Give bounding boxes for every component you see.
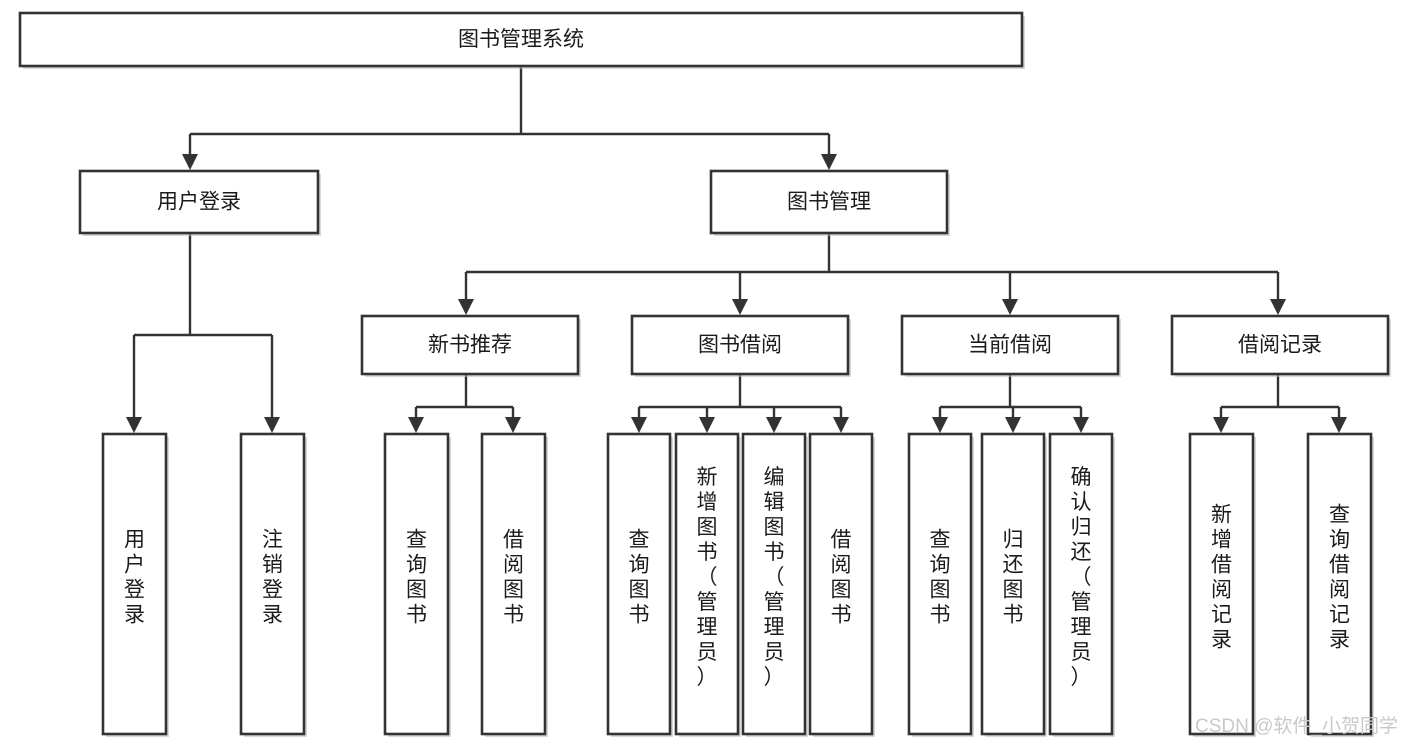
connector-group-record-children <box>1213 374 1347 433</box>
node-label: 归还图书 <box>1003 529 1024 627</box>
node-current[interactable]: 当前借阅 <box>900 314 1121 377</box>
node-label: 查询图书 <box>406 529 427 627</box>
node-box[interactable] <box>78 169 320 235</box>
node-label: 新增借阅记录 <box>1211 504 1232 652</box>
node-root[interactable]: 图书管理系统 <box>18 11 1025 69</box>
node-box[interactable] <box>606 432 672 736</box>
node-label: 借阅图书 <box>831 529 852 627</box>
arrow-head-icon <box>732 299 748 315</box>
node-leaf2[interactable]: 注销登录 <box>239 432 307 737</box>
arrow-head-icon <box>505 417 521 433</box>
node-box[interactable] <box>101 432 168 736</box>
connector-layer <box>126 66 1347 433</box>
arrow-head-icon <box>1073 417 1089 433</box>
node-label: 图书管理系统 <box>458 28 584 51</box>
node-box[interactable] <box>1048 432 1114 736</box>
arrow-head-icon <box>408 417 424 433</box>
arrow-head-icon <box>1270 299 1286 315</box>
node-login[interactable]: 用户登录 <box>78 169 321 236</box>
connector-group-bookmgmt-children <box>458 233 1286 315</box>
node-label: 借阅记录 <box>1238 334 1322 357</box>
node-layer: 图书管理系统用户登录图书管理新书推荐图书借阅当前借阅借阅记录用户登录注销登录查询… <box>18 11 1391 737</box>
node-box[interactable] <box>900 314 1120 376</box>
node-box[interactable] <box>1188 432 1255 736</box>
node-box[interactable] <box>1170 314 1390 376</box>
arrow-head-icon <box>1213 417 1229 433</box>
node-leaf1[interactable]: 用户登录 <box>101 432 169 737</box>
arrow-head-icon <box>182 154 198 170</box>
node-record[interactable]: 借阅记录 <box>1170 314 1391 377</box>
connector-group-newbook-children <box>408 374 521 433</box>
arrow-head-icon <box>126 417 142 433</box>
node-box[interactable] <box>907 432 973 736</box>
node-leaf3[interactable]: 查询图书 <box>383 432 451 737</box>
node-box[interactable] <box>239 432 306 736</box>
node-label: 用户登录 <box>124 529 145 627</box>
arrow-head-icon <box>631 417 647 433</box>
node-box[interactable] <box>1306 432 1373 736</box>
node-label: 编辑图书（管理员） <box>764 466 785 689</box>
node-box[interactable] <box>480 432 547 736</box>
node-box[interactable] <box>360 314 580 376</box>
node-bookmgmt[interactable]: 图书管理 <box>709 169 950 236</box>
node-label: 查询图书 <box>629 529 650 627</box>
node-leaf7[interactable]: 编辑图书（管理员） <box>741 432 808 737</box>
node-leaf9[interactable]: 查询图书 <box>907 432 974 737</box>
arrow-head-icon <box>833 417 849 433</box>
node-box[interactable] <box>18 11 1024 68</box>
node-label: 查询借阅记录 <box>1329 504 1350 652</box>
node-leaf5[interactable]: 查询图书 <box>606 432 673 737</box>
node-leaf8[interactable]: 借阅图书 <box>808 432 875 737</box>
connector-group-root-children <box>182 66 837 170</box>
arrow-head-icon <box>458 299 474 315</box>
node-leaf10[interactable]: 归还图书 <box>980 432 1047 737</box>
node-box[interactable] <box>980 432 1046 736</box>
node-label: 新增图书（管理员） <box>697 466 718 689</box>
arrow-head-icon <box>1331 417 1347 433</box>
node-label: 用户登录 <box>157 191 241 214</box>
node-label: 图书管理 <box>787 191 871 214</box>
node-box[interactable] <box>808 432 874 736</box>
connector-group-current-children <box>932 374 1089 433</box>
node-box[interactable] <box>709 169 949 235</box>
arrow-head-icon <box>766 417 782 433</box>
node-box[interactable] <box>674 432 740 736</box>
node-label: 注销登录 <box>262 529 283 627</box>
node-label: 当前借阅 <box>968 334 1052 357</box>
arrow-head-icon <box>699 417 715 433</box>
node-leaf6[interactable]: 新增图书（管理员） <box>674 432 741 737</box>
arrow-head-icon <box>264 417 280 433</box>
node-newbook[interactable]: 新书推荐 <box>360 314 581 377</box>
node-borrow[interactable]: 图书借阅 <box>630 314 851 377</box>
node-box[interactable] <box>383 432 450 736</box>
node-leaf12[interactable]: 新增借阅记录 <box>1188 432 1256 737</box>
node-leaf13[interactable]: 查询借阅记录 <box>1306 432 1374 737</box>
node-label: 图书借阅 <box>698 334 782 357</box>
arrow-head-icon <box>1005 417 1021 433</box>
arrow-head-icon <box>1002 299 1018 315</box>
arrow-head-icon <box>932 417 948 433</box>
node-label: 确认归还（管理员） <box>1071 466 1092 689</box>
watermark-label: CSDN @软件_小贺同学 <box>1195 715 1398 737</box>
node-label: 借阅图书 <box>503 529 524 627</box>
arrow-head-icon <box>821 154 837 170</box>
node-leaf4[interactable]: 借阅图书 <box>480 432 548 737</box>
node-leaf11[interactable]: 确认归还（管理员） <box>1048 432 1115 737</box>
node-label: 新书推荐 <box>428 334 512 357</box>
node-box[interactable] <box>741 432 807 736</box>
node-label: 查询图书 <box>930 529 951 627</box>
node-box[interactable] <box>630 314 850 376</box>
connector-group-login-children <box>126 233 280 433</box>
connector-group-borrow-children <box>631 374 849 433</box>
